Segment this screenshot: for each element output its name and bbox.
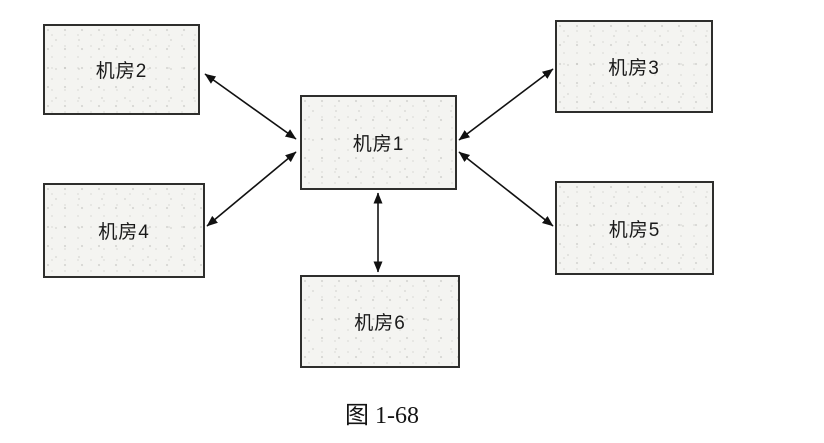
node-room6-label: 机房6: [354, 313, 406, 334]
node-room4: 机房4: [43, 183, 205, 278]
node-room4-label: 机房4: [98, 222, 150, 243]
node-room1: 机房1: [300, 95, 457, 190]
node-room5-label: 机房5: [608, 219, 661, 241]
arrow-room1-room3: [458, 68, 554, 141]
node-room1-label: 机房1: [352, 134, 405, 155]
node-room2: 机房2: [43, 24, 200, 115]
node-room5: 机房5: [555, 181, 714, 275]
arrow-room2-room1: [204, 73, 297, 140]
arrow-room1-room5: [458, 151, 554, 227]
figure-caption: 图 1-68: [345, 403, 419, 429]
node-room2-label: 机房2: [95, 61, 148, 82]
node-room3-label: 机房3: [608, 58, 660, 79]
node-room6: 机房6: [300, 275, 460, 368]
arrow-room4-room1: [206, 151, 297, 227]
node-room3: 机房3: [555, 20, 713, 113]
